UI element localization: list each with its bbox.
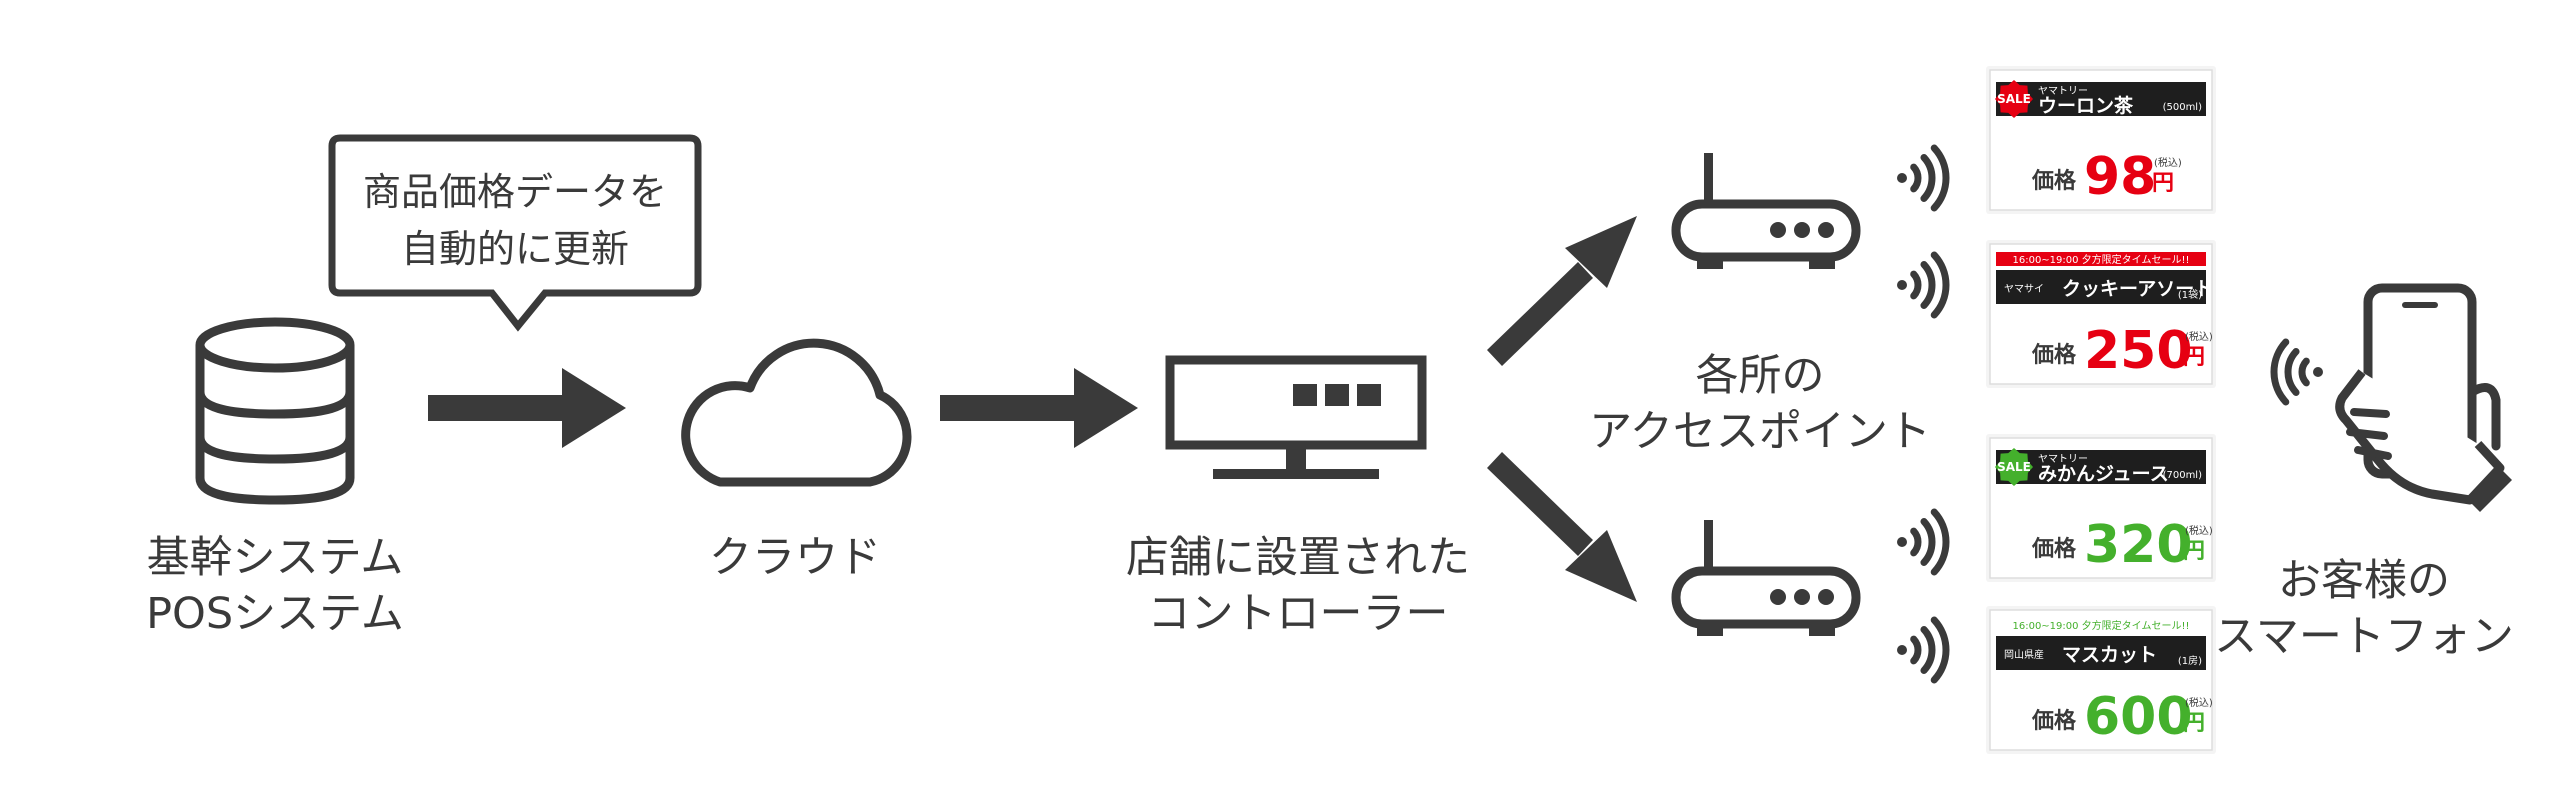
tag-maker: ヤマサイ xyxy=(2004,283,2044,295)
wifi-icon xyxy=(1897,144,1950,212)
tag-maker: ヤマトリー xyxy=(2038,86,2088,97)
price-tag: 16:00~19:00 夕方限定タイムセール!! 岡山県産 マスカット (1房) 価格 6… xyxy=(1986,606,2216,754)
tag-price-label: 価格 xyxy=(2031,168,2077,194)
tag-banner: 16:00~19:00 夕方限定タイムセール!! xyxy=(2012,253,2189,266)
arrow-down-right-icon xyxy=(1487,452,1637,602)
tag-tax-note: (税込) xyxy=(2185,696,2213,709)
tag-banner: 16:00~19:00 夕方限定タイムセール!! xyxy=(2012,619,2189,632)
access-point-label-2: アクセスポイント xyxy=(1589,407,1931,457)
tag-yen: 円 xyxy=(2183,539,2205,564)
bubble-line-2: 自動的に更新 xyxy=(401,227,629,271)
tag-product-name: マスカット xyxy=(2062,644,2157,666)
controller-icon xyxy=(1165,355,1427,479)
router-icon xyxy=(1671,153,1861,269)
tag-tax-note: (税込) xyxy=(2154,156,2182,169)
smartphone-hand-icon xyxy=(2335,283,2512,512)
tag-volume: (1房) xyxy=(2178,654,2202,667)
tag-price: 320 xyxy=(2084,515,2193,575)
smartphone-label-1: お客様の xyxy=(2278,556,2450,606)
tag-maker: 岡山県産 xyxy=(2004,648,2044,661)
wifi-icon xyxy=(1897,616,1950,684)
access-point-label-1: 各所の xyxy=(1696,351,1825,401)
tag-yen: 円 xyxy=(2152,171,2174,196)
database-label-2: POSシステム xyxy=(146,589,404,639)
wifi-icon xyxy=(1897,508,1950,576)
tag-price-label: 価格 xyxy=(2031,708,2077,734)
arrow-up-right-icon xyxy=(1487,216,1637,366)
tag-price-label: 価格 xyxy=(2031,536,2077,562)
bubble-line-1: 商品価格データを xyxy=(363,170,667,214)
update-bubble: 商品価格データを 自動的に更新 xyxy=(328,134,702,332)
controller-label-2: コントローラー xyxy=(1148,589,1449,639)
tag-product-name: クッキーアソート xyxy=(2062,278,2213,300)
cloud-icon xyxy=(681,338,912,487)
tag-price: 600 xyxy=(2084,687,2193,747)
tag-tax-note: (税込) xyxy=(2185,524,2213,537)
price-tag: 16:00~19:00 夕方限定タイムセール!! ヤマサイ クッキーアソート(1袋)… xyxy=(1986,240,2216,388)
wifi-icon xyxy=(1897,251,1950,319)
tag-maker: ヤマトリー xyxy=(2038,454,2088,465)
sale-badge-icon xyxy=(1995,80,2033,118)
tag-tax-note: (税込) xyxy=(2185,330,2213,343)
controller-label-1: 店舗に設置された xyxy=(1126,533,1470,583)
tag-product-name: みかんジュース xyxy=(2038,463,2169,485)
sale-badge-icon xyxy=(1995,448,2033,486)
tag-product-name: ウーロン茶 xyxy=(2038,94,2134,117)
tag-volume: (700ml) xyxy=(2163,470,2203,481)
wifi-icon xyxy=(2270,338,2323,406)
sale-badge-text: SALE xyxy=(1997,92,2031,106)
wifi-signals xyxy=(1897,144,2323,684)
sale-badge-text: SALE xyxy=(1997,460,2031,474)
router-icon xyxy=(1671,520,1861,636)
database-label-1: 基幹システム xyxy=(147,533,404,583)
arrow-right-icon xyxy=(428,368,626,448)
tag-price: 250 xyxy=(2084,321,2193,381)
tag-price: 98 xyxy=(2084,147,2156,207)
arrow-right-icon xyxy=(940,368,1138,448)
tag-price-label: 価格 xyxy=(2031,342,2077,368)
cloud-label: クラウド xyxy=(709,533,881,583)
tag-volume: (1袋) xyxy=(2178,288,2202,301)
smartphone-label-2: スマートフォン xyxy=(2214,612,2514,662)
tag-yen: 円 xyxy=(2183,345,2205,370)
tag-yen: 円 xyxy=(2183,711,2205,736)
database-icon xyxy=(195,317,355,505)
tag-volume: (500ml) xyxy=(2163,102,2203,113)
